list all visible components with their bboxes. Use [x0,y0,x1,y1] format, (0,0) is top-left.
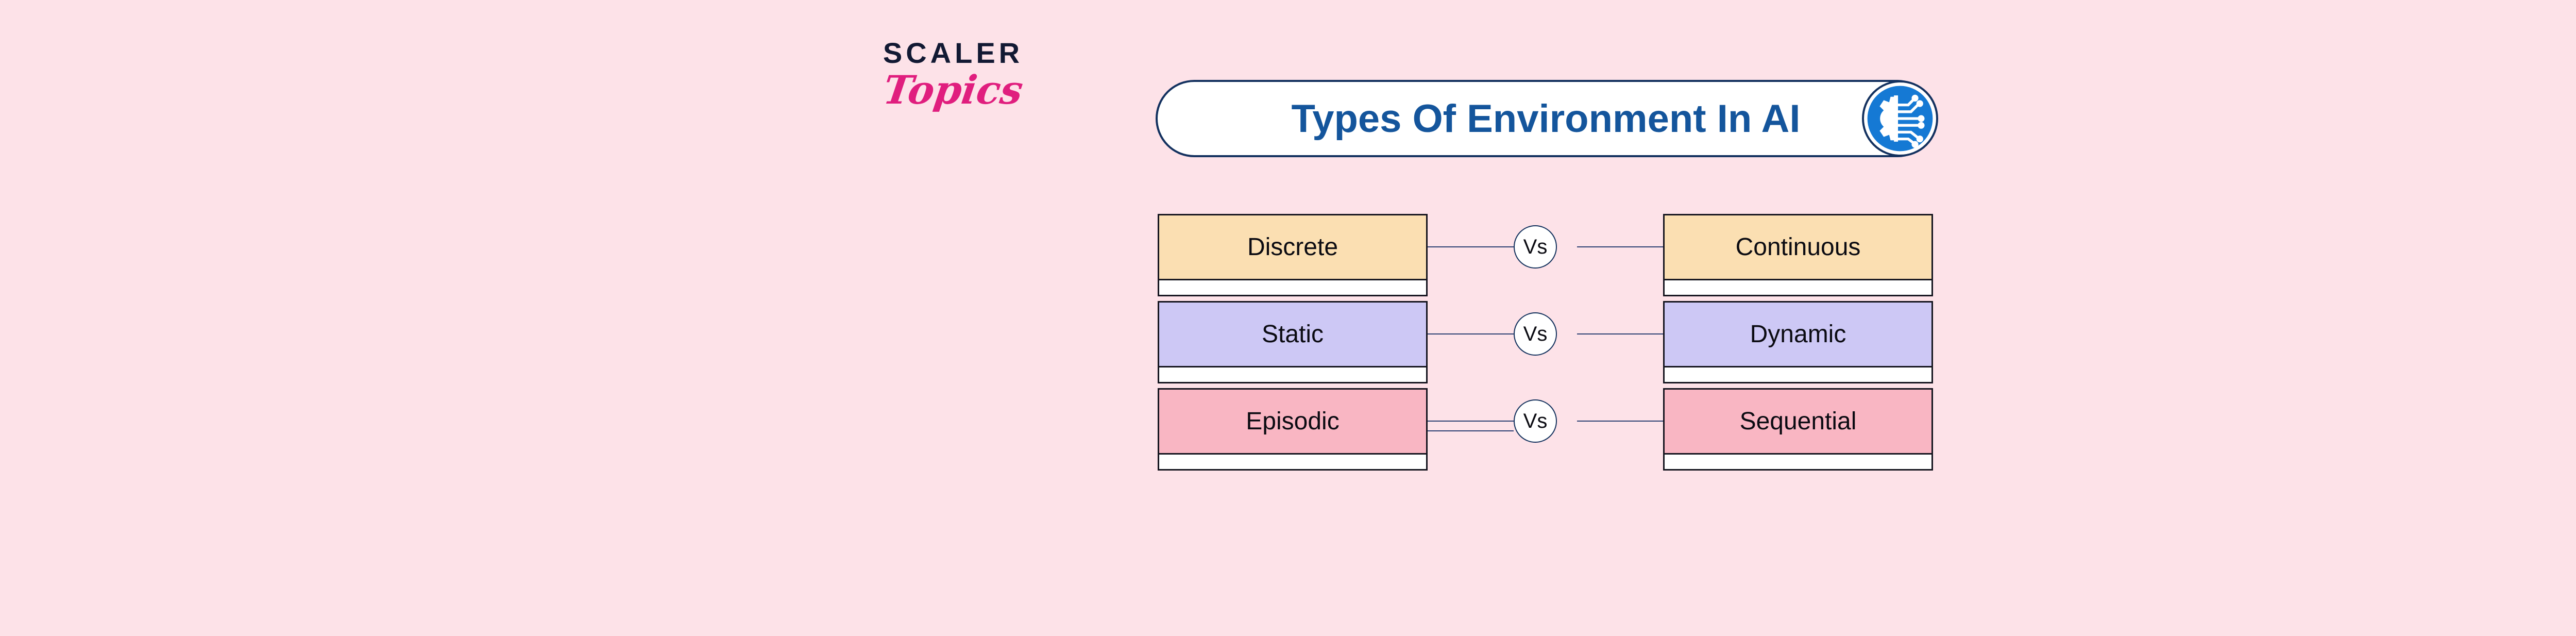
vs-label: Vs [1523,410,1548,432]
connector-right [1577,246,1663,247]
comparison-row-static-dynamic: Static Vs Dynamic [1158,301,1933,383]
connector-right [1577,421,1663,422]
term-box-left-fill: Discrete [1159,215,1426,280]
term-box-left[interactable]: Episodic [1158,388,1428,471]
term-box-right-fill: Sequential [1665,390,1931,455]
term-label-left: Episodic [1246,407,1340,435]
term-label-right: Dynamic [1750,320,1846,348]
term-box-right[interactable]: Dynamic [1663,301,1933,383]
ai-chip-gear-icon-svg [1867,86,1933,152]
term-box-right-fill: Continuous [1665,215,1931,280]
connector-left [1428,246,1514,247]
term-box-left[interactable]: Static [1158,301,1428,383]
vs-label: Vs [1523,323,1548,345]
term-box-right[interactable]: Sequential [1663,388,1933,471]
comparison-row-discrete-continuous: Discrete Vs Continuous [1158,214,1933,296]
connector-left [1428,421,1514,422]
comparison-row-episodic-sequential: Episodic Vs Sequential [1158,388,1933,471]
connector-left [1428,333,1514,334]
vs-badge: Vs [1514,399,1557,443]
connector-left-secondary [1428,430,1514,431]
vs-label: Vs [1523,236,1548,258]
term-box-left[interactable]: Discrete [1158,214,1428,296]
term-box-left-fill: Episodic [1159,390,1426,455]
logo-script-text: Topics [880,67,1026,113]
vs-badge: Vs [1514,225,1557,269]
term-label-right: Sequential [1739,407,1857,435]
ai-chip-gear-icon [1862,80,1938,157]
term-label-right: Continuous [1735,233,1861,261]
page-title: Types Of Environment In AI [1291,96,1801,141]
term-box-left-fill: Static [1159,303,1426,367]
vs-badge: Vs [1514,312,1557,356]
term-box-right-fill: Dynamic [1665,303,1931,367]
title-banner: Types Of Environment In AI [1156,80,1938,157]
logo-wordmark: SCALER [883,37,1024,69]
connector-right [1577,333,1663,334]
term-label-left: Discrete [1247,233,1338,261]
term-label-left: Static [1261,320,1324,348]
scaler-topics-logo: SCALER Topics [876,39,1092,137]
term-box-right[interactable]: Continuous [1663,214,1933,296]
